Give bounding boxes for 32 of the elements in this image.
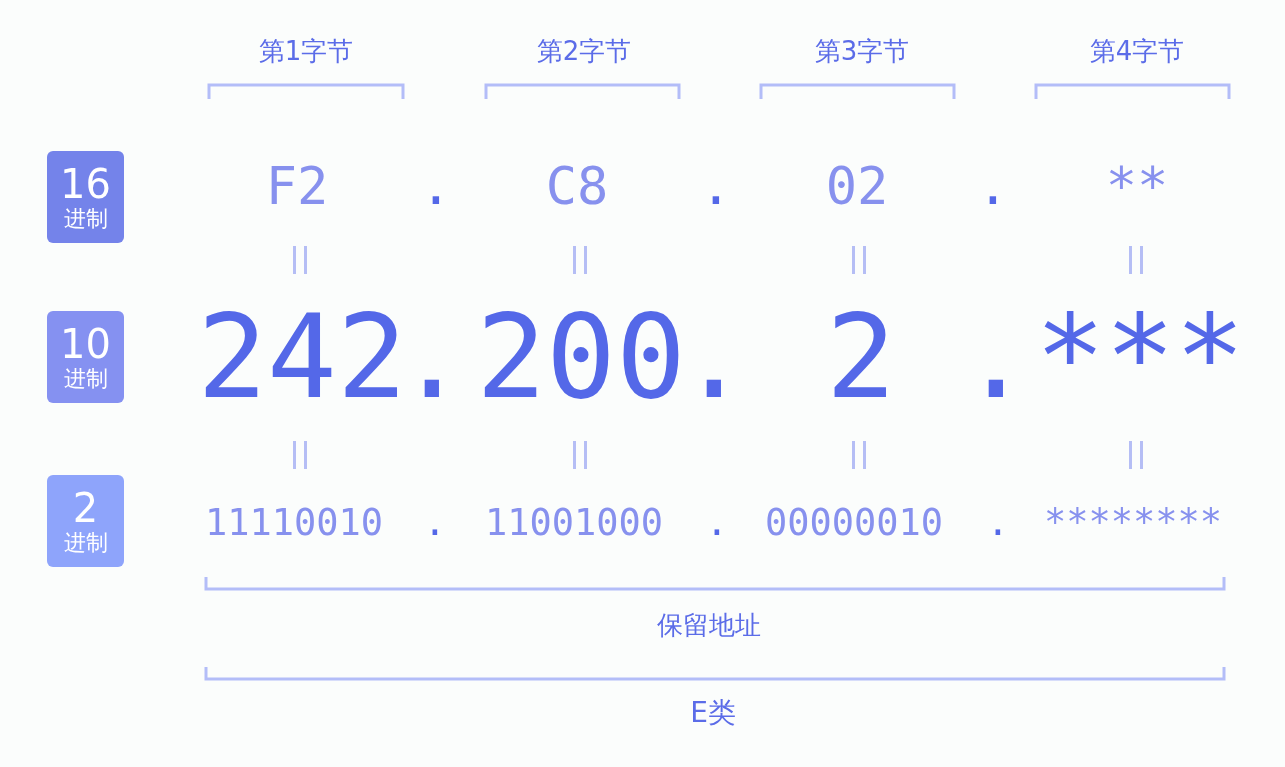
dot-separator: . <box>423 503 447 541</box>
dot-separator: . <box>986 503 1010 541</box>
base-caption: 进制 <box>63 368 108 390</box>
base-badge <box>47 475 124 567</box>
base-badge <box>47 311 124 403</box>
hex-value: ** <box>1105 160 1169 212</box>
address-class-label: E类 <box>690 699 736 727</box>
base-number: 10 <box>60 324 111 364</box>
binary-value: 00000010 <box>764 503 944 541</box>
decimal-value: *** <box>1035 299 1245 415</box>
dot-separator: . <box>700 160 732 212</box>
hex-value: 02 <box>825 160 889 212</box>
dot-separator: . <box>961 299 1031 415</box>
dot-separator: . <box>977 160 1009 212</box>
base-badge <box>47 151 124 243</box>
hex-value: C8 <box>545 160 609 212</box>
hex-value: F2 <box>265 160 329 212</box>
dot-separator: . <box>705 503 729 541</box>
base-number: 16 <box>60 164 111 204</box>
base-caption: 进制 <box>63 532 108 554</box>
base-number: 2 <box>72 488 99 528</box>
address-type-label: 保留地址 <box>657 612 761 638</box>
dot-separator: . <box>420 160 452 212</box>
byte-heading: 第1字节 <box>258 38 354 64</box>
byte-heading: 第2字节 <box>536 38 632 64</box>
base-caption: 进制 <box>63 208 108 230</box>
binary-value: 11110010 <box>204 503 384 541</box>
decimal-value: 2 <box>826 299 896 415</box>
binary-value: 11001000 <box>484 503 664 541</box>
byte-heading: 第3字节 <box>814 38 910 64</box>
binary-value: ******** <box>1043 503 1223 541</box>
byte-heading: 第4字节 <box>1089 38 1185 64</box>
